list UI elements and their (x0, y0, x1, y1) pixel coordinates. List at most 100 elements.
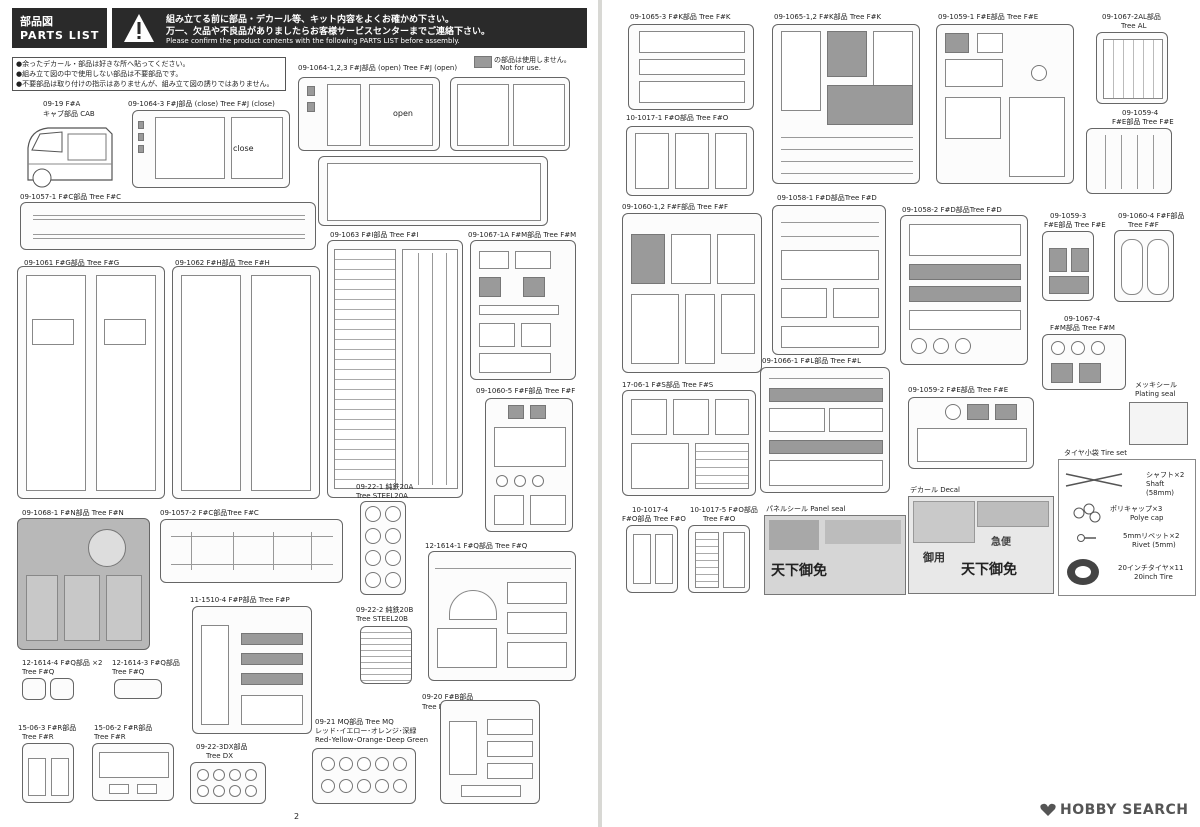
o1-part-1 (635, 133, 669, 189)
p-part-1 (241, 695, 303, 725)
cab-drawing (27, 127, 113, 188)
tree-q1-label: 12-1614-1 F#Q部品 Tree F#Q (425, 542, 528, 550)
tree-e4-name: F#E部品 Tree F#E (1112, 118, 1174, 126)
e4-bar-4 (1153, 135, 1154, 189)
tree-o4-name: F#O部品 Tree F#O (622, 515, 686, 523)
tree-cab-code: 09-19 F#A (43, 100, 81, 108)
m4-gray-1 (1051, 363, 1073, 383)
k12-part-1 (781, 31, 821, 111)
plating-seal-jp: メッキシール (1135, 381, 1177, 389)
q1-part-3 (507, 612, 567, 634)
panel-seal-block-1 (769, 520, 819, 550)
e4-bar-1 (1105, 135, 1106, 189)
panel-seal-big-text: 天下御免 (771, 563, 827, 579)
tree-i-label: 09-1063 F#I部品 Tree F#I (330, 231, 419, 239)
not-for-use-legend-swatch (474, 56, 492, 68)
o5-part-2 (723, 532, 745, 588)
e1-circle (1031, 65, 1047, 81)
tree-o5 (688, 525, 750, 593)
s-part-4 (631, 443, 689, 489)
g-panel-right (96, 275, 156, 491)
tree-d2 (900, 215, 1028, 365)
tree-k12-label: 09-1065-1,2 F#K部品 Tree F#K (774, 13, 882, 21)
e3-gray-3 (1049, 276, 1089, 294)
tree-d1-label: 09-1058-1 F#D部品Tree F#D (777, 194, 877, 202)
l-part-3 (769, 460, 883, 486)
f5-part-2 (494, 495, 524, 525)
tree-j-open-3 (318, 156, 548, 226)
d1-rail-1 (781, 222, 879, 223)
e2-part-1 (917, 428, 1027, 462)
tree-b-name: Tree F#B (422, 703, 454, 711)
p-gray-3 (241, 673, 303, 685)
j-close-part-b (231, 117, 283, 179)
tree-j-close: close (132, 110, 290, 188)
tree-f12 (622, 213, 762, 373)
e1-part-4 (1009, 97, 1065, 177)
tree-q4 (22, 678, 46, 700)
p-frame (201, 625, 229, 725)
q1-rail (435, 568, 571, 569)
tree-mq-name-jp: レッド･イエロー･オレンジ･深緑 (315, 727, 417, 735)
f4-part-2 (1147, 239, 1169, 295)
b-part-3 (487, 741, 533, 757)
not-for-use-legend-jp: の部品は使用しません。 (494, 56, 571, 64)
j-close-gray-1 (138, 121, 144, 129)
tree-c1 (20, 202, 316, 250)
m-part-6 (479, 353, 551, 373)
tree-e1 (936, 24, 1074, 184)
l-part-2 (829, 408, 883, 432)
dx-wheel-3 (229, 769, 241, 781)
tire-item-rivet-en: Rivet (5mm) (1132, 541, 1176, 549)
tree-p (192, 606, 312, 734)
f5-part-1 (494, 427, 566, 467)
r2-part-3 (137, 784, 157, 794)
q1-part-4 (507, 642, 567, 668)
tree-d2-label: 09-1058-2 F#D部品Tree F#D (902, 206, 1002, 214)
tree-j-open-label: 09-1064-1,2,3 F#J部品 (open) Tree F#J (ope… (298, 64, 458, 72)
j-close-part-a (155, 117, 225, 179)
tree-f4-code: 09-1060-4 F#F部品 (1118, 212, 1185, 220)
k12-rail-1 (781, 137, 913, 138)
tree-i (327, 240, 463, 498)
tree-l-label: 09-1066-1 F#L部品 Tree F#L (762, 357, 862, 365)
polye-cap-icon (1073, 503, 1101, 523)
tree-q4-b (50, 678, 74, 700)
k12-gray-1 (827, 31, 867, 77)
tree-q3 (114, 679, 162, 699)
tire-item-rivet-jp: 5mmリベット×2 (1123, 532, 1180, 540)
e1-part-3 (945, 97, 1001, 139)
e1-part-1 (977, 33, 1003, 53)
panel-seal-title: パネルシール Panel seal (766, 505, 846, 513)
mq-lens-3 (357, 757, 371, 771)
tree-k12 (772, 24, 920, 184)
j-open3-part (327, 163, 541, 221)
parts-list-left-page: 部品図 PARTS LIST 組み立てる前に部品・デカール等、キット内容をよくお… (0, 0, 598, 827)
tree-g-label: 09-1061 F#G部品 Tree F#G (24, 259, 120, 267)
j-open-part-b (369, 84, 433, 146)
steel20a-wheel-8 (385, 572, 401, 588)
warning-text-en: Please confirm the product contents with… (166, 37, 460, 45)
b-part-5 (461, 785, 521, 797)
r2-part-2 (109, 784, 129, 794)
tire-set-box (1058, 459, 1196, 596)
n-part-1 (26, 575, 58, 641)
tree-e2 (908, 397, 1034, 469)
tree-q3-code: 12-1614-3 F#Q部品 (112, 659, 180, 667)
e4-bar-3 (1137, 135, 1138, 189)
k3-part-1 (639, 31, 745, 53)
tree-j-open-2 (450, 77, 570, 151)
d1-rail-2 (781, 236, 879, 237)
tree-f5-label: 09-1060-5 F#F部品 Tree F#F (476, 387, 576, 395)
c2-post-4 (311, 532, 312, 570)
m-part-2 (515, 251, 551, 269)
k3-part-2 (639, 59, 745, 75)
r3-part-2 (51, 758, 69, 796)
n-part-3 (106, 575, 142, 641)
k3-part-3 (639, 81, 745, 103)
r2-part-1 (99, 752, 169, 778)
tree-steel20b-code: 09-22-2 純鉄20B (356, 606, 414, 614)
f12-part-3 (631, 294, 679, 364)
n-part-2 (64, 575, 100, 641)
tree-m4-code: 09-1067-4 (1064, 315, 1101, 323)
